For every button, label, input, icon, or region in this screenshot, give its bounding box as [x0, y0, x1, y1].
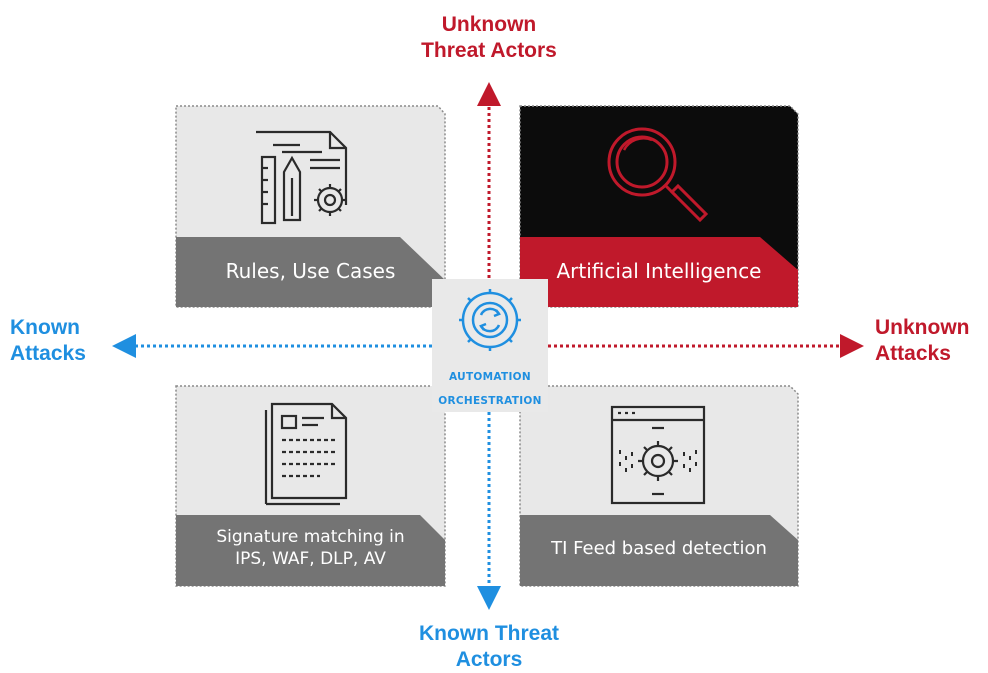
center-label-line2: ORCHESTRATION [438, 395, 542, 407]
quadrant-bottom-left-band: Signature matching in IPS, WAF, DLP, AV [176, 515, 445, 586]
magnifier-icon [607, 127, 709, 223]
automation-gear-icon [459, 289, 521, 351]
center-label-line1: AUTOMATION [449, 371, 531, 383]
axis-label-right-line2: Attacks [875, 342, 951, 365]
axis-label-right-line1: Unknown [875, 316, 970, 339]
quadrant-top-left-card [175, 105, 446, 308]
quadrant-bottom-right-band: TI Feed based detection [520, 515, 798, 586]
quadrant-bottom-right-card [519, 385, 799, 587]
signature-document-icon [264, 402, 348, 506]
axis-label-top-line1: Unknown [441, 13, 537, 36]
axis-label-bottom-line1: Known Threat [419, 622, 559, 645]
center-label-box: AUTOMATION ORCHESTRATION [432, 279, 548, 412]
axis-label-left-line2: Attacks [10, 342, 86, 365]
axis-label-bottom-line2: Actors [455, 648, 523, 671]
quadrant-top-right-label: Artificial Intelligence [556, 259, 762, 283]
quadrant-top-right-card [519, 105, 799, 308]
quadrant-top-left-label: Rules, Use Cases [225, 259, 396, 283]
axis-label-top: Unknown Threat Actors [389, 12, 589, 64]
axis-label-left-line1: Known [10, 316, 80, 339]
axis-label-bottom: Known Threat Actors [389, 621, 589, 673]
quadrant-top-right-band: Artificial Intelligence [520, 237, 798, 307]
quadrant-bottom-right-label: TI Feed based detection [551, 538, 767, 559]
rules-document-icon [256, 130, 348, 225]
axis-label-left: Known Attacks [10, 315, 130, 367]
browser-gear-icon [610, 405, 706, 505]
quadrant-top-left-band: Rules, Use Cases [176, 237, 445, 307]
axis-label-top-line2: Threat Actors [421, 39, 557, 62]
axis-label-right: Unknown Attacks [875, 315, 985, 367]
quadrant-bottom-left-label-line2: IPS, WAF, DLP, AV [235, 549, 386, 569]
center-automation-box [432, 279, 548, 412]
quadrant-bottom-left-card [175, 385, 446, 587]
quadrant-bottom-left-label-line1: Signature matching in [216, 527, 405, 547]
quadrant-bottom-left-label: Signature matching in IPS, WAF, DLP, AV [176, 526, 445, 570]
